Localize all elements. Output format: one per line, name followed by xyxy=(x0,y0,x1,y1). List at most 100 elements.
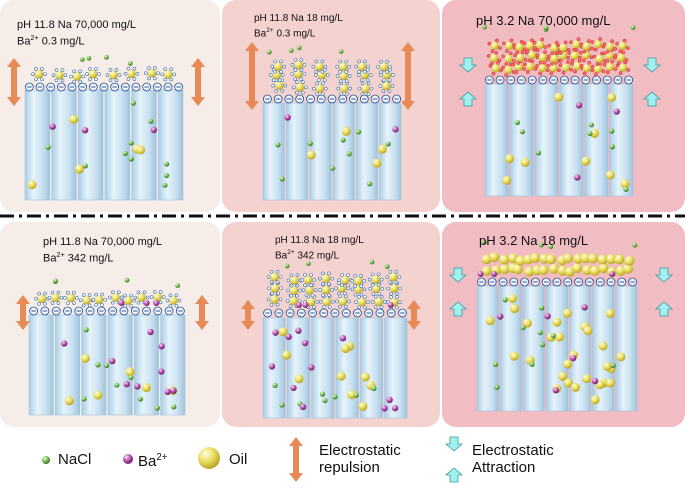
nacl-ion-icon xyxy=(494,384,500,390)
surface-head xyxy=(132,298,136,303)
acid-head xyxy=(513,53,517,58)
nacl-ion-icon xyxy=(128,156,134,162)
nacl-ion-icon xyxy=(128,140,134,146)
surface-head xyxy=(63,73,68,78)
oil-droplet-icon xyxy=(525,41,535,50)
nacl-ion-icon xyxy=(272,382,278,388)
barium-ion-icon xyxy=(381,405,388,412)
barium-ion-icon xyxy=(575,102,583,109)
surface-head xyxy=(301,90,305,95)
surface-head xyxy=(37,291,41,296)
surface-head xyxy=(100,303,104,307)
surface-head xyxy=(177,298,182,303)
acid-head xyxy=(570,61,574,66)
surface-head xyxy=(271,83,275,88)
acid-head xyxy=(598,37,603,41)
surface-head xyxy=(60,78,65,83)
nacl-ion-icon xyxy=(81,396,87,402)
surface-head xyxy=(278,275,283,279)
oil-droplet-icon xyxy=(514,62,523,71)
surface-head xyxy=(379,294,384,299)
acid-head xyxy=(538,60,543,65)
barium-ion-icon xyxy=(81,126,89,134)
nacl-ion-icon xyxy=(103,54,109,60)
surface-head xyxy=(299,68,304,72)
oil-droplet-icon xyxy=(347,390,357,400)
repulsion-arrow-icon xyxy=(241,300,255,315)
surface-head xyxy=(365,78,370,82)
surface-head xyxy=(59,295,64,300)
surface-head xyxy=(153,76,157,81)
acid-head xyxy=(616,61,621,65)
surface-head xyxy=(152,290,157,294)
oil-droplet-icon xyxy=(616,53,626,62)
barium-ion-icon xyxy=(491,271,498,277)
acid-head xyxy=(590,46,594,51)
nacl-ion-icon xyxy=(340,137,346,143)
panel-2-label: pH 11.8 Na 18 mg/L Ba2+ 0.3 mg/L xyxy=(254,13,343,40)
oil-droplet-icon xyxy=(598,341,608,351)
surface-head xyxy=(72,290,76,295)
surface-head xyxy=(312,278,316,282)
nacl-ion-icon xyxy=(539,305,545,311)
surface-head xyxy=(87,303,92,308)
acid-head xyxy=(566,48,571,52)
surface-head xyxy=(357,295,361,299)
surface-head xyxy=(373,305,378,309)
surface-head xyxy=(270,64,274,69)
surface-head xyxy=(346,283,350,288)
acid-head xyxy=(527,58,532,63)
surface-head xyxy=(40,77,44,82)
panel-1-label: pH 11.8 Na 70,000 mg/L Ba2+ 0.3 mg/L xyxy=(17,19,136,49)
oil-droplet-icon xyxy=(93,390,103,400)
pore-channel xyxy=(335,317,359,419)
surface-head xyxy=(94,303,98,307)
barium-ion-icon xyxy=(302,302,309,308)
surface-head xyxy=(280,88,284,93)
oil-droplet-icon xyxy=(587,253,598,264)
barium-ion-icon xyxy=(301,339,309,347)
surface-head xyxy=(398,300,402,305)
acid-head xyxy=(567,51,572,56)
surface-head xyxy=(94,292,98,297)
oil-droplet-icon xyxy=(125,367,135,377)
surface-head xyxy=(43,291,47,296)
surface-head xyxy=(382,78,386,82)
oil-droplet-icon xyxy=(74,164,84,174)
surface-head xyxy=(286,288,290,293)
nacl-ion-icon xyxy=(103,362,110,369)
acid-head xyxy=(595,62,600,66)
barium-ion-icon xyxy=(147,328,154,336)
oil-droplet-icon xyxy=(341,126,351,136)
acid-head xyxy=(624,58,629,62)
nacl-ion-icon xyxy=(535,150,542,156)
acid-head xyxy=(512,59,516,63)
surface-head xyxy=(309,283,313,288)
surface-head xyxy=(303,273,307,277)
surface-head xyxy=(290,72,295,76)
surface-head xyxy=(382,300,387,304)
repulsion-arrow-icon xyxy=(191,82,205,106)
barium-ion-icon xyxy=(581,304,588,311)
surface-head xyxy=(388,270,393,274)
nacl-ion-icon xyxy=(42,456,50,464)
acid-head xyxy=(569,67,573,72)
panel-6-line1: pH 3.2 Na 18 mg/L xyxy=(479,233,589,248)
surface-head xyxy=(327,305,332,309)
surface-head xyxy=(388,78,392,82)
panels-layer xyxy=(0,0,685,427)
barium-ion-icon xyxy=(552,387,560,394)
surface-head xyxy=(114,78,119,83)
surface-head xyxy=(34,67,38,71)
oil-droplet-icon xyxy=(372,158,382,168)
panel-6-label: pH 3.2 Na 18 mg/L xyxy=(479,233,588,249)
attraction-arrow-icon xyxy=(654,301,674,317)
oil-droplet-icon xyxy=(589,128,599,138)
oil-droplet-icon xyxy=(64,396,74,406)
nacl-ion-icon xyxy=(610,362,616,369)
barium-ion-icon xyxy=(123,454,133,464)
surface-head xyxy=(353,292,358,297)
oil-droplet-icon xyxy=(485,316,495,326)
acid-head xyxy=(613,53,618,58)
surface-head xyxy=(338,59,343,64)
